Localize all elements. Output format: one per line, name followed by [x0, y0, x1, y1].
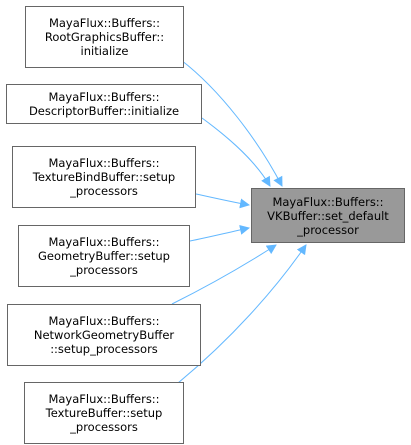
- node-label-line: MayaFlux::Buffers::: [48, 392, 160, 406]
- node-label-line: TextureBuffer::setup: [45, 406, 163, 420]
- node-label-line: RootGraphicsBuffer::: [44, 30, 165, 44]
- node-texture-buffer-setup-processors[interactable]: MayaFlux::Buffers:: TextureBuffer::setup…: [24, 382, 184, 444]
- edge-network-geometry: [171, 244, 277, 305]
- edge-geometry: [189, 224, 250, 242]
- node-label-line: VKBuffer::set_default: [267, 208, 389, 223]
- node-label-line: _processors: [70, 263, 138, 277]
- node-label-line: initialize: [80, 44, 129, 58]
- node-root-graphics-buffer-initialize[interactable]: MayaFlux::Buffers:: RootGraphicsBuffer::…: [25, 6, 184, 68]
- node-label-line: GeometryBuffer::setup: [38, 249, 170, 263]
- edge-descriptor: [201, 117, 271, 187]
- node-label-line: TextureBindBuffer::setup: [32, 170, 176, 184]
- node-vkbuffer-set-default-processor: MayaFlux::Buffers:: VKBuffer::set_defaul…: [251, 188, 405, 243]
- node-label-line: _processors: [70, 184, 138, 198]
- edge-texture: [177, 244, 307, 384]
- node-label-line: NetworkGeometryBuffer: [33, 328, 175, 342]
- edge-root-graphics: [180, 59, 283, 187]
- node-label-line: MayaFlux::Buffers::: [272, 194, 384, 209]
- node-network-geometry-buffer-setup-processors[interactable]: MayaFlux::Buffers:: NetworkGeometryBuffe…: [7, 304, 201, 366]
- node-label-line: ::setup_processors: [50, 342, 158, 356]
- node-label-line: MayaFlux::Buffers::: [48, 90, 160, 104]
- node-descriptor-buffer-initialize[interactable]: MayaFlux::Buffers:: DescriptorBuffer::in…: [6, 84, 202, 124]
- node-texture-bind-buffer-setup-processors[interactable]: MayaFlux::Buffers:: TextureBindBuffer::s…: [12, 146, 196, 208]
- node-label-line: _processor: [297, 222, 359, 237]
- node-label-line: _processors: [70, 420, 138, 434]
- node-geometry-buffer-setup-processors[interactable]: MayaFlux::Buffers:: GeometryBuffer::setu…: [18, 225, 190, 287]
- node-label-line: MayaFlux::Buffers::: [48, 314, 160, 328]
- node-label-line: MayaFlux::Buffers::: [48, 16, 161, 30]
- node-label-line: MayaFlux::Buffers::: [48, 235, 160, 249]
- edge-texture-bind: [195, 193, 250, 209]
- node-label-line: DescriptorBuffer::initialize: [28, 104, 180, 118]
- node-label-line: MayaFlux::Buffers::: [48, 156, 160, 170]
